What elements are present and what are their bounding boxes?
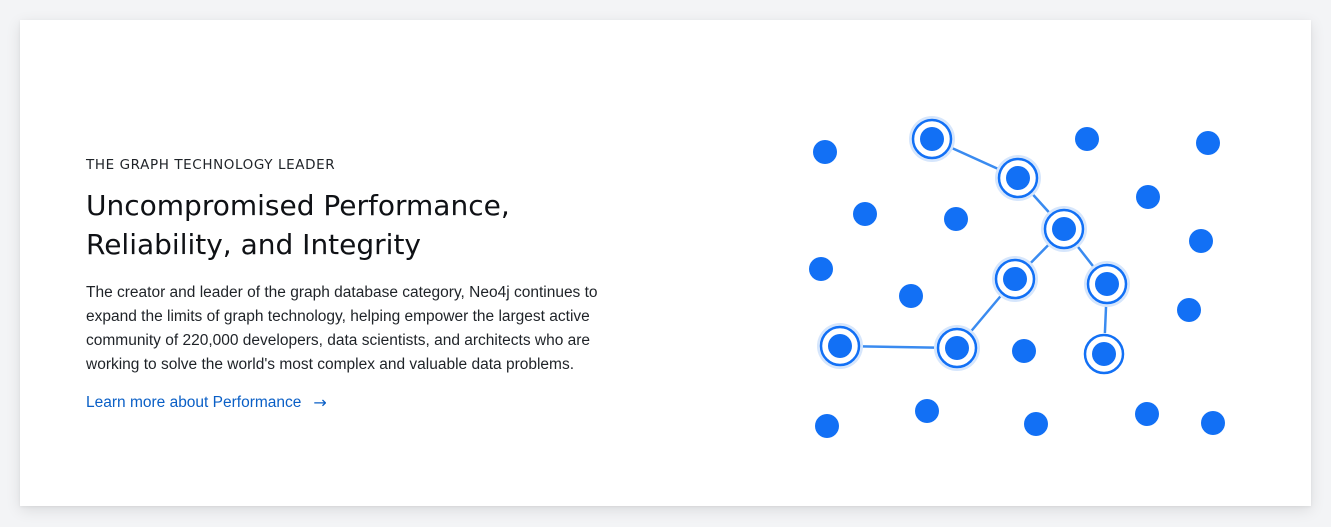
graph-node-highlighted — [1084, 261, 1130, 307]
learn-more-link[interactable]: Learn more about Performance → — [86, 392, 327, 414]
graph-edge — [931, 137, 1019, 180]
section-body: The creator and leader of the graph data… — [86, 284, 598, 373]
feature-text-block: THE GRAPH TECHNOLOGY LEADER Uncompromise… — [86, 156, 646, 414]
graph-node-highlighted — [934, 325, 980, 371]
graph-edge — [1102, 283, 1109, 355]
graph-edge — [1017, 177, 1065, 230]
graph-node — [1012, 339, 1036, 363]
graph-node — [944, 207, 968, 231]
section-eyebrow: THE GRAPH TECHNOLOGY LEADER — [86, 157, 336, 173]
graph-edge — [839, 344, 958, 350]
graph-edges — [839, 137, 1109, 355]
graph-node — [1189, 229, 1213, 253]
graph-node — [813, 140, 837, 164]
graph-node — [1177, 298, 1201, 322]
arrow-right-icon: → — [313, 393, 327, 412]
graph-node-highlighted — [992, 256, 1038, 302]
section-title: Uncompromised Performance, Reliability, … — [86, 189, 510, 261]
learn-more-label: Learn more about Performance — [86, 394, 302, 411]
graph-node-highlighted — [995, 155, 1041, 201]
highlighted-nodes — [817, 116, 1130, 375]
graph-node — [1196, 131, 1220, 155]
graph-node — [853, 202, 877, 226]
graph-node — [1135, 402, 1159, 426]
graph-node — [915, 399, 939, 423]
graph-node — [1024, 412, 1048, 436]
graph-node — [1075, 127, 1099, 151]
graph-node-highlighted — [1041, 206, 1087, 252]
graph-edge — [956, 278, 1016, 349]
plain-nodes — [809, 127, 1225, 438]
graph-node-highlighted — [1083, 333, 1125, 375]
graph-node — [899, 284, 923, 308]
graph-node — [1136, 185, 1160, 209]
graph-node-highlighted — [909, 116, 955, 162]
graph-node — [809, 257, 833, 281]
graph-node — [1201, 411, 1225, 435]
graph-edge — [1014, 228, 1065, 280]
graph-edge — [1063, 228, 1108, 285]
graph-node — [815, 414, 839, 438]
graph-node-highlighted — [817, 323, 863, 369]
performance-feature-card: THE GRAPH TECHNOLOGY LEADER Uncompromise… — [20, 20, 1311, 506]
